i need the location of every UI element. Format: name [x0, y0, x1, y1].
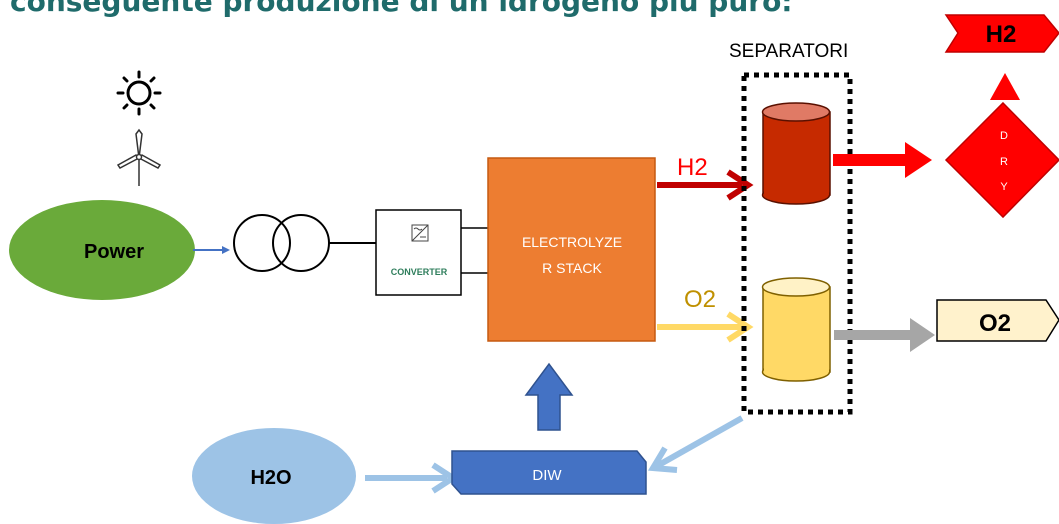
separators-box — [741, 72, 853, 415]
dry-letter-r: R — [1000, 156, 1008, 168]
stack-label-line2: R STACK — [542, 260, 602, 276]
o2-flow-arrow: O2 — [657, 286, 754, 343]
h2-output: H2 — [944, 14, 1059, 53]
diw-to-stack-arrow — [524, 362, 574, 431]
h2-to-dryer-arrow — [833, 142, 932, 178]
o2-flow-label: O2 — [684, 286, 716, 313]
converter-icon — [411, 224, 429, 242]
converter-label: CONVERTER — [391, 267, 448, 277]
electrolyzer-stack: ELECTROLYZE R STACK — [487, 157, 656, 342]
o2-tank — [761, 277, 831, 382]
power-label: Power — [84, 241, 144, 263]
h2-flow-arrow: H2 — [657, 154, 754, 201]
h2-flow-label: H2 — [677, 154, 708, 181]
water-source: H2O — [192, 428, 356, 524]
dry-letter-d: D — [1000, 130, 1008, 142]
dryer: D R Y — [944, 101, 1059, 219]
o2-output: O2 — [936, 299, 1059, 342]
power-source: Power — [9, 200, 195, 300]
o2-to-output-arrow — [834, 318, 935, 352]
diw-unit: DIW — [451, 450, 647, 495]
h2-tank — [761, 102, 831, 205]
transformer-icon — [233, 214, 330, 272]
water-to-diw-arrow — [365, 462, 459, 494]
page-title: conseguente produzione di un idrogeno pi… — [10, 0, 793, 18]
dryer-up-arrow — [990, 73, 1020, 100]
h2-output-label: H2 — [986, 21, 1017, 48]
separators-label: SEPARATORI — [729, 41, 848, 62]
converter: CONVERTER — [375, 209, 462, 296]
diw-label: DIW — [532, 467, 562, 484]
dry-letter-y: Y — [1000, 181, 1008, 193]
sun-icon — [116, 70, 162, 116]
stack-label-line1: ELECTROLYZE — [522, 234, 622, 250]
water-label: H2O — [250, 467, 291, 489]
wind-turbine-icon — [116, 128, 162, 186]
return-arrow — [647, 415, 744, 473]
o2-output-label: O2 — [979, 310, 1011, 337]
